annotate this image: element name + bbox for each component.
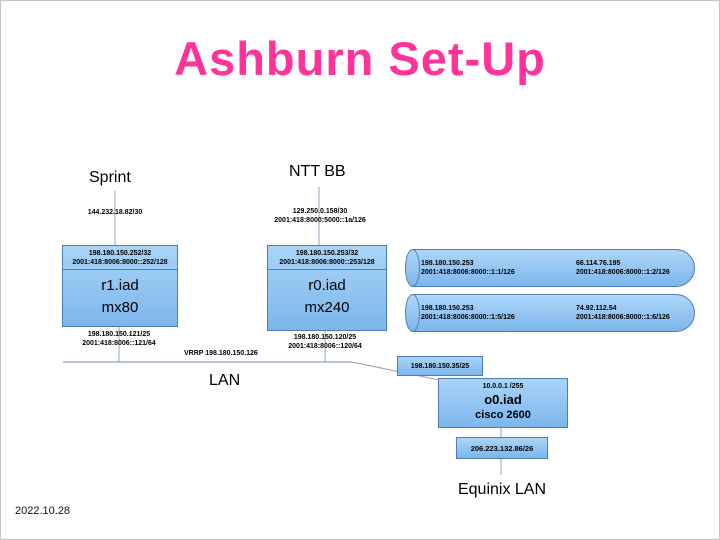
tunnel-2-end-face xyxy=(405,294,420,332)
ntt-link-ipv6: 2001:418:8000:5000::1a/126 xyxy=(274,217,366,224)
equinix-lan-label: Equinix LAN xyxy=(457,481,547,498)
router-r0-loopbacks: 198.180.150.253/32 2001:418:8006:8000::2… xyxy=(268,246,386,270)
router-r0-name: r0.iad xyxy=(308,277,346,294)
sprint-link-ip: 144.232.18.82/30 xyxy=(87,209,143,216)
router-r0-box: 198.180.150.253/32 2001:418:8006:8000::2… xyxy=(267,245,387,331)
router-r1-model: mx80 xyxy=(101,299,139,316)
r0-lan-ipv6: 2001:418:8006::120/64 xyxy=(288,343,362,350)
tunnel-2-remote: 74.92.112.54 2001:418:8006:8000::1:6/126 xyxy=(576,304,687,322)
router-r1-name: r1.iad xyxy=(101,277,139,294)
tunnel-1-body xyxy=(412,249,695,287)
r0-lan-ip: 198.180.150.120/25 xyxy=(293,334,357,341)
router-r1-loopbacks: 198.180.150.252/32 2001:418:8006:8000::2… xyxy=(63,246,177,270)
tunnel-2: 198.180.150.253 2001:418:8006:8000::1:5/… xyxy=(405,294,695,332)
tunnel-2-body xyxy=(412,294,695,332)
page-title: Ashburn Set-Up xyxy=(174,32,546,85)
router-o0-name: o0.iad xyxy=(484,392,522,407)
ntt-link-ips: 129.250.0.158/30 2001:418:8000:5000::1a/… xyxy=(259,207,381,225)
router-o0-box: 10.0.0.1 /255 o0.iad cisco 2600 xyxy=(438,378,568,428)
router-o0-ip: 10.0.0.1 /255 xyxy=(482,383,524,390)
tunnel-2-local-ipv6: 2001:418:8006:8000::1:5/126 xyxy=(421,314,515,321)
slide-date: 2022.10.28 xyxy=(15,505,71,517)
tunnel-1-remote: 66.114.76.195 2001:418:8006:8000::1:2/12… xyxy=(576,259,687,277)
r1-lan-ip: 198.180.150.121/25 xyxy=(87,331,151,338)
tunnel-1-remote-ip: 66.114.76.195 xyxy=(576,260,621,267)
tunnel-2-addresses: 198.180.150.253 2001:418:8006:8000::1:5/… xyxy=(421,294,687,332)
ntt-link-ip: 129.250.0.158/30 xyxy=(292,208,348,215)
r1-lan-addresses: 198.180.150.121/25 2001:418:8006::121/64 xyxy=(69,330,169,348)
tunnel-1-local-ip: 198.180.150.253 xyxy=(421,260,474,267)
tunnel-1-remote-ipv6: 2001:418:8006:8000::1:2/126 xyxy=(576,269,670,276)
equinix-uplink-ip-box: 198.180.150.35/25 xyxy=(397,356,483,376)
tunnel-1: 198.180.150.253 2001:418:8006:8000::1:1/… xyxy=(405,249,695,287)
router-r1-loopback-ipv6: 2001:418:8006:8000::252/128 xyxy=(72,259,168,266)
router-r0-loopback-ipv6: 2001:418:8006:8000::253/128 xyxy=(279,259,375,266)
router-r0-model: mx240 xyxy=(304,299,350,316)
router-r0-loopback-ip: 198.180.150.253/32 xyxy=(295,250,359,257)
tunnel-1-end-face xyxy=(405,249,420,287)
equinix-subnet-box: 206.223.132.86/26 xyxy=(456,437,548,459)
tunnel-1-local: 198.180.150.253 2001:418:8006:8000::1:1/… xyxy=(421,259,576,277)
r1-lan-ipv6: 2001:418:8006::121/64 xyxy=(82,340,156,347)
router-r1-loopback-ip: 198.180.150.252/32 xyxy=(88,250,152,257)
tunnel-1-local-ipv6: 2001:418:8006:8000::1:1/126 xyxy=(421,269,515,276)
vrrp-label: VRRP 198.180.150.126 xyxy=(184,350,258,357)
tunnel-1-addresses: 198.180.150.253 2001:418:8006:8000::1:1/… xyxy=(421,249,687,287)
provider-ntt-label: NTT BB xyxy=(289,163,346,180)
r0-lan-addresses: 198.180.150.120/25 2001:418:8006::120/64 xyxy=(275,333,375,351)
provider-sprint-label: Sprint xyxy=(89,169,131,186)
tunnel-2-local: 198.180.150.253 2001:418:8006:8000::1:5/… xyxy=(421,304,576,322)
router-r1-box: 198.180.150.252/32 2001:418:8006:8000::2… xyxy=(62,245,178,327)
router-o0-model: cisco 2600 xyxy=(475,409,531,421)
tunnel-2-local-ip: 198.180.150.253 xyxy=(421,305,474,312)
tunnel-2-remote-ip: 74.92.112.54 xyxy=(576,305,617,312)
tunnel-2-remote-ipv6: 2001:418:8006:8000::1:6/126 xyxy=(576,314,670,321)
lan-label: LAN xyxy=(209,372,241,389)
